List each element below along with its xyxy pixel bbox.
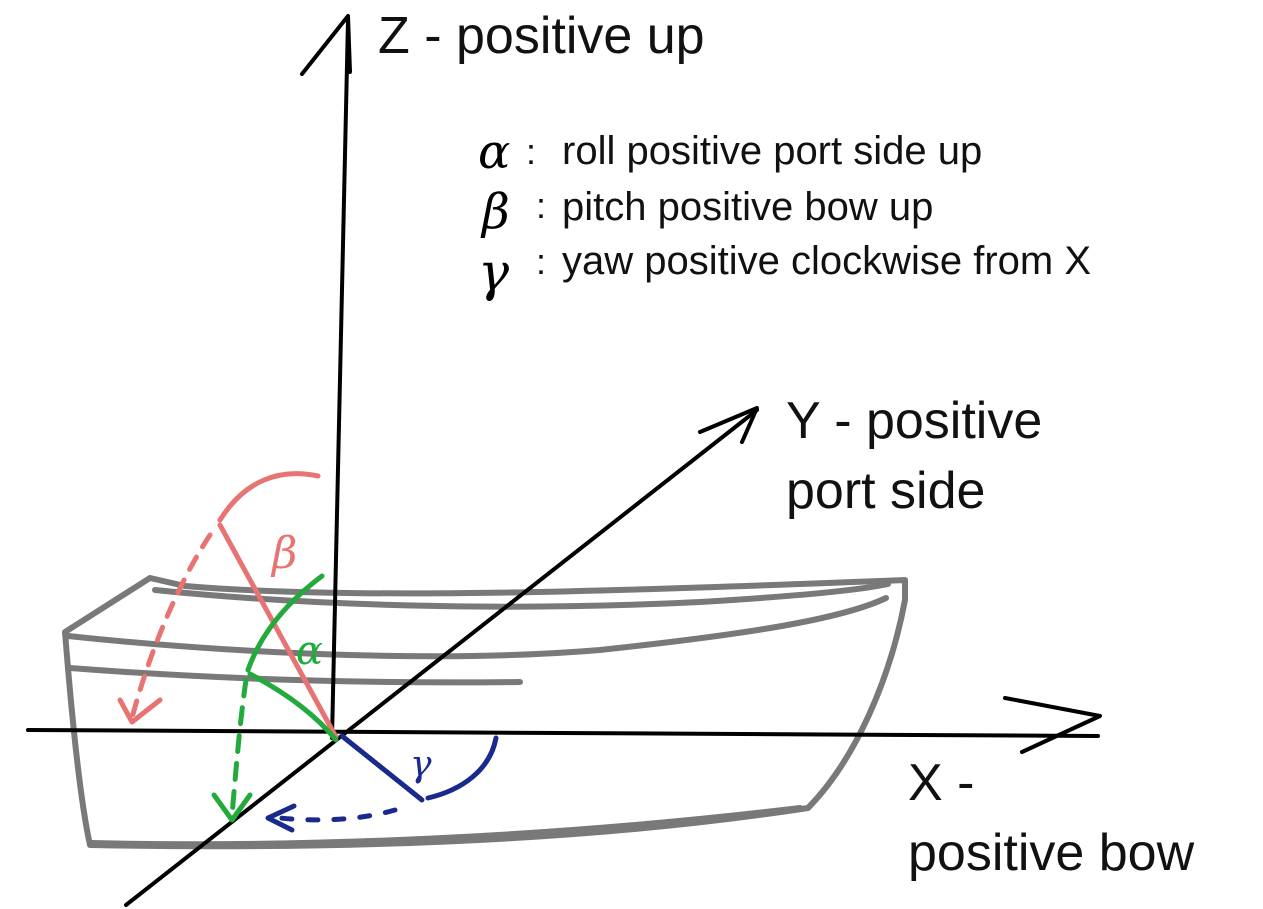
beta-mark: β xyxy=(270,528,297,579)
y-axis-arrowhead xyxy=(698,406,759,444)
yaw-arc xyxy=(425,735,499,801)
pitch-angle xyxy=(117,471,339,740)
yaw-arrowhead xyxy=(265,803,297,833)
legend-beta-colon: : xyxy=(536,185,546,226)
legend-row-yaw: γ : yaw positive clockwise from X xyxy=(478,239,1091,303)
pitch-arrowhead xyxy=(117,697,163,725)
roll-angle xyxy=(211,573,339,823)
roll-dashed-line xyxy=(229,677,249,818)
x-axis-arrowhead xyxy=(1003,696,1102,754)
hull-keel-line xyxy=(89,805,803,848)
x-axis-label-line2: positive bow xyxy=(908,824,1195,882)
roll-arc xyxy=(245,573,325,673)
legend-alpha-symbol: α xyxy=(478,124,510,180)
legend-gamma-colon: : xyxy=(536,241,546,282)
hull-deck-line xyxy=(152,581,891,610)
hull-waterline xyxy=(67,665,523,686)
axes xyxy=(26,14,1102,907)
z-axis-arrowhead xyxy=(300,14,352,76)
legend-gamma-text: yaw positive clockwise from X xyxy=(562,239,1091,283)
legend-beta-symbol: β xyxy=(480,184,510,240)
roll-arrowhead xyxy=(211,792,253,823)
yaw-dashed-arc xyxy=(277,807,398,823)
angle-legend: α : roll positive port side up β : pitch… xyxy=(478,124,1091,303)
yaw-line xyxy=(339,733,425,803)
legend-row-roll: α : roll positive port side up xyxy=(478,124,982,180)
legend-gamma-symbol: γ xyxy=(478,243,510,303)
legend-alpha-colon: : xyxy=(526,131,536,172)
y-axis-label-line2: port side xyxy=(786,462,985,520)
legend-beta-text: pitch positive bow up xyxy=(562,185,933,229)
legend-row-pitch: β : pitch positive bow up xyxy=(480,184,933,240)
hull-outline xyxy=(62,575,908,850)
y-axis-line xyxy=(124,408,759,907)
alpha-mark: α xyxy=(296,628,323,674)
yaw-angle xyxy=(265,733,499,833)
boat-hull xyxy=(62,575,908,850)
pitch-dashed-arc xyxy=(129,532,213,721)
y-axis-label-line1: Y - positive xyxy=(786,392,1042,450)
x-axis-label-line1: X - xyxy=(908,754,974,812)
hull-gunwale-line xyxy=(65,595,889,660)
pitch-line xyxy=(217,522,339,740)
x-axis-line xyxy=(26,728,1100,738)
gamma-mark: γ xyxy=(410,744,432,785)
pitch-arc xyxy=(217,471,321,523)
legend-alpha-text: roll positive port side up xyxy=(562,129,982,173)
roll-line xyxy=(247,671,339,743)
z-axis-label: Z - positive up xyxy=(378,7,705,65)
z-axis-line xyxy=(330,18,350,740)
